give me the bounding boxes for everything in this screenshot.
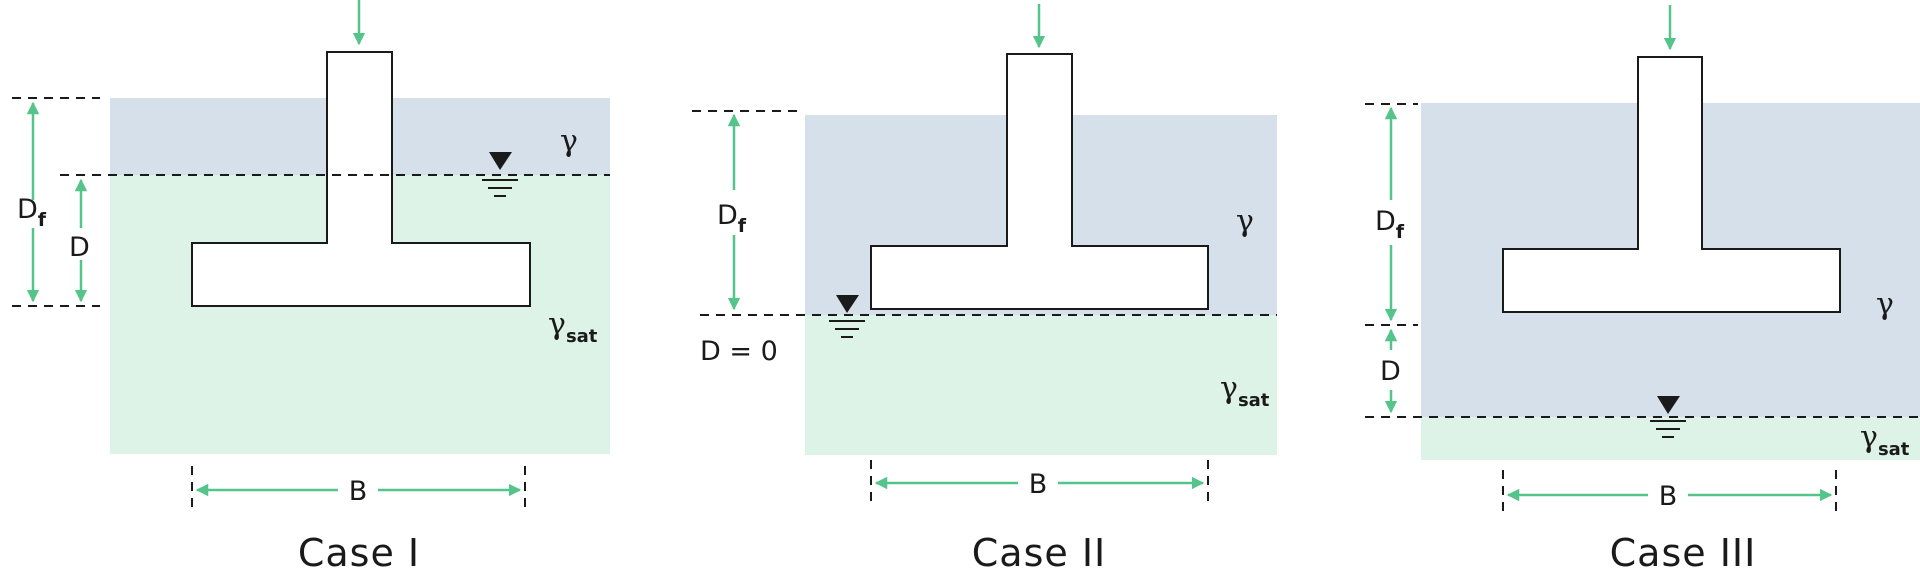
label-df: Df <box>1375 206 1405 243</box>
label-gamma-sat: γsat <box>548 307 598 347</box>
water-table-icon <box>482 152 518 197</box>
label-d: D <box>69 232 90 263</box>
case-title: Case III <box>1610 531 1757 575</box>
label-b: B <box>1659 481 1678 512</box>
label-gamma: γ <box>1236 204 1254 239</box>
label-gamma: γ <box>560 124 578 159</box>
label-df: Df <box>17 194 47 231</box>
label-gamma: γ <box>1876 287 1894 322</box>
label-b: B <box>349 476 368 507</box>
saturated-soil-layer <box>805 315 1277 455</box>
saturated-soil-layer <box>1421 417 1920 460</box>
case-1: Df D γ γsat B Case I <box>12 0 610 575</box>
label-b: B <box>1029 469 1048 500</box>
case-title: Case II <box>972 531 1107 575</box>
case-3: Df D γ γsat B Case III <box>1365 5 1920 575</box>
case-title: Case I <box>298 531 420 575</box>
footing <box>870 53 1209 310</box>
label-df: Df <box>717 200 747 237</box>
footing <box>1502 56 1841 313</box>
water-table-icon <box>1650 396 1686 438</box>
label-d-zero: D = 0 <box>700 336 778 367</box>
label-gamma-sat: γsat <box>1220 371 1270 411</box>
footing <box>191 51 531 307</box>
label-d: D <box>1380 356 1401 387</box>
water-table-icon <box>829 295 865 338</box>
case-2: Df D = 0 γ γsat B Case II <box>692 4 1277 575</box>
label-gamma-sat: γsat <box>1860 420 1910 460</box>
